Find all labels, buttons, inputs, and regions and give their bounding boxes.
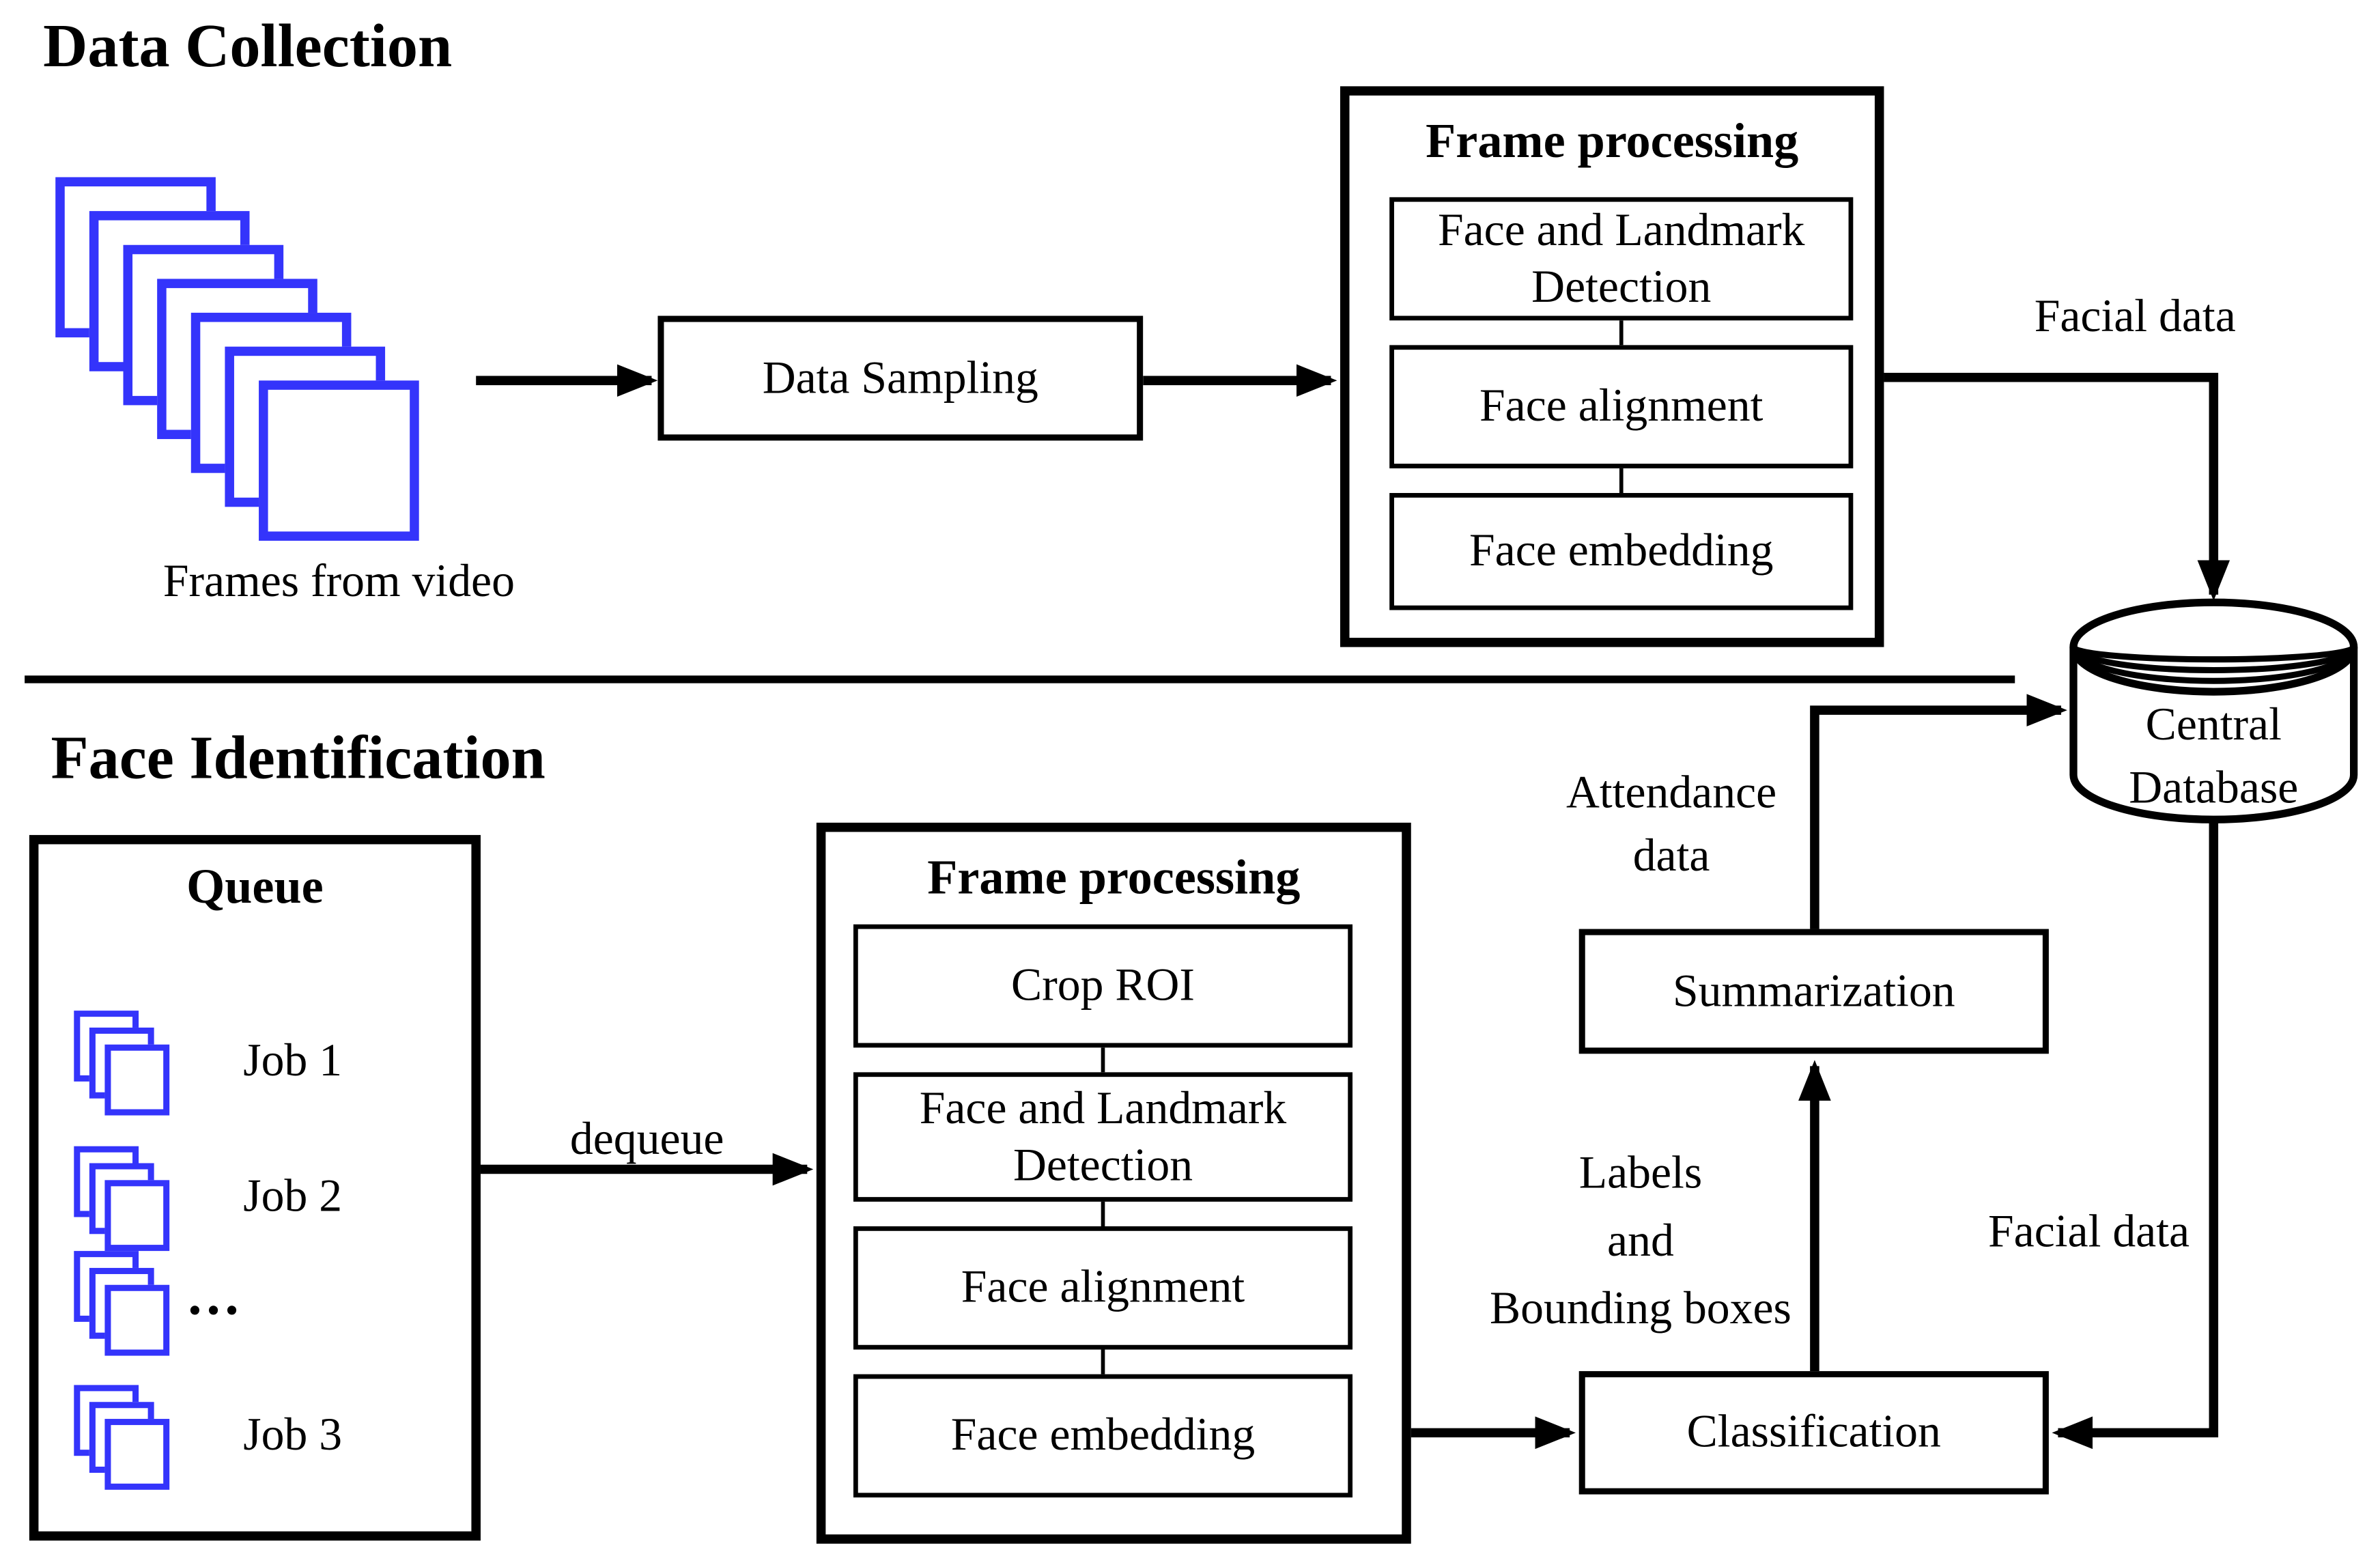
step-face-embedding-top: Face embedding [1389, 493, 1854, 610]
section-title-face-identification: Face Identification [51, 722, 546, 792]
dequeue-label: dequeue [569, 1114, 724, 1165]
data-sampling-node: Data Sampling [657, 315, 1144, 441]
data-sampling-label: Data Sampling [762, 352, 1038, 404]
central-database-label: Central Database [2083, 693, 2345, 819]
step-face-landmark-detection-top: Face and Landmark Detection [1389, 197, 1854, 321]
queue-job-3-label: Job 3 [243, 1409, 343, 1461]
labels-line2: and [1607, 1215, 1674, 1267]
queue-title: Queue [186, 858, 324, 914]
attendance-line2: data [1632, 830, 1710, 881]
queue-job-1-label: Job 1 [243, 1035, 343, 1086]
frame-processing-top-container [1340, 86, 1884, 647]
job-pages-icon [74, 1385, 170, 1490]
job-pages-icon [74, 1146, 170, 1252]
step-crop-roi: Crop ROI [853, 924, 1353, 1048]
frames-from-video-caption: Frames from video [162, 556, 515, 607]
classification-label: Classification [1686, 1407, 1941, 1458]
attendance-data-annotation: Attendance data [1517, 761, 1825, 888]
job-pages-icon [74, 1251, 170, 1356]
summarization-node: Summarization [1578, 929, 2049, 1054]
labels-line1: Labels [1578, 1147, 1703, 1199]
page-icon [104, 1044, 170, 1116]
arrow-frame-processing-to-database [1884, 373, 2230, 601]
page-icon [104, 1180, 170, 1252]
page-icon [104, 1284, 170, 1356]
summarization-label: Summarization [1672, 965, 1955, 1017]
frame-icon [259, 380, 419, 541]
central-database-line2: Database [2129, 762, 2299, 814]
step-face-embedding-bottom: Face embedding [853, 1374, 1353, 1498]
frame-processing-top-title: Frame processing [1426, 112, 1799, 168]
video-frames-stack-icon [55, 177, 419, 541]
labels-bounding-boxes-annotation: Labels and Bounding boxes [1410, 1140, 1872, 1344]
queue-ellipsis-label: ... [188, 1265, 244, 1327]
queue-job-2-label: Job 2 [243, 1170, 343, 1222]
arrow-database-to-classification [2052, 793, 2219, 1450]
step-face-landmark-detection-bottom: Face and Landmark Detection [853, 1072, 1353, 1202]
attendance-line1: Attendance [1566, 767, 1777, 819]
labels-line3: Bounding boxes [1490, 1283, 1791, 1334]
job-pages-icon [74, 1011, 170, 1116]
facial-data-label-bottom: Facial data [1988, 1206, 2190, 1258]
frame-processing-bottom-title: Frame processing [927, 849, 1301, 905]
arrow-summarization-to-database [1810, 694, 2067, 929]
page-icon [104, 1419, 170, 1490]
queue-container [29, 834, 481, 1541]
facial-data-label-top: Facial data [2034, 291, 2236, 342]
database-cylinder-icon [2069, 598, 2358, 823]
frame-processing-bottom-container [816, 822, 1411, 1544]
section-title-data-collection: Data Collection [43, 10, 453, 81]
step-face-alignment-top: Face alignment [1389, 345, 1854, 468]
central-database-line1: Central [2145, 699, 2282, 750]
step-face-alignment-bottom: Face alignment [853, 1226, 1353, 1350]
classification-node: Classification [1578, 1371, 2049, 1495]
